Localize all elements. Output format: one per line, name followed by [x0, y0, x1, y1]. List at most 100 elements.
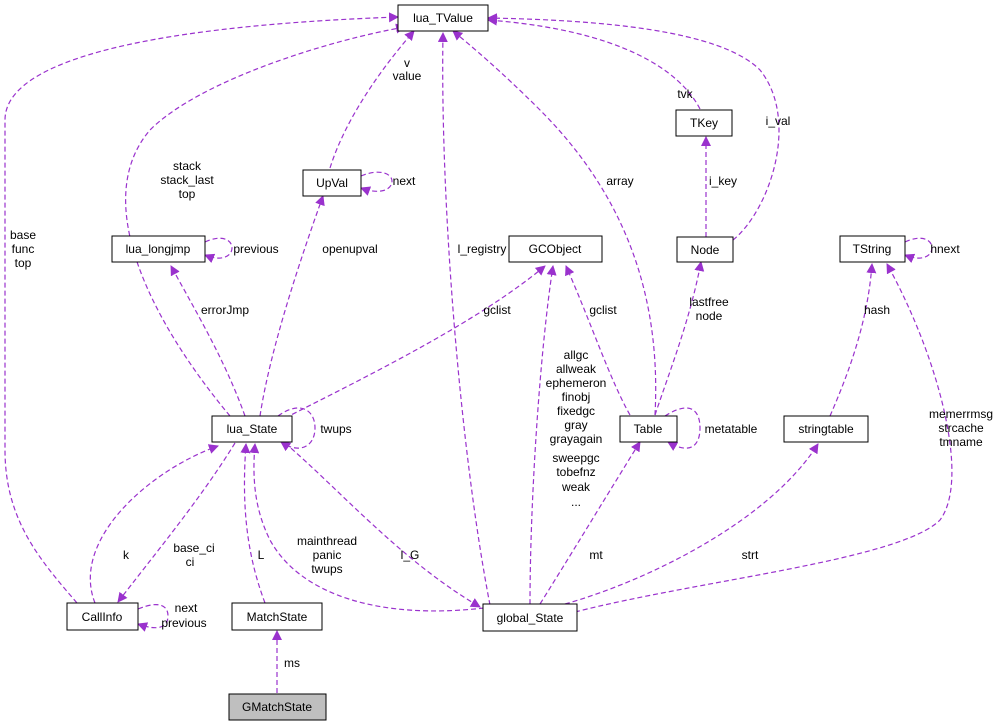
label-value: value	[393, 69, 422, 83]
node-lua-longjmp-label: lua_longjmp	[126, 242, 191, 256]
edge-upval-self	[360, 171, 393, 196]
label-twups-gs: twups	[311, 562, 342, 576]
edge-table-gcobject	[565, 265, 631, 416]
edges	[4, 12, 953, 693]
node-global-state[interactable]: global_State	[482, 603, 578, 632]
node-lua-tvalue[interactable]: lua_TValue	[397, 4, 489, 32]
label-gclist-ls: gclist	[483, 303, 511, 317]
edge-table-node	[654, 261, 705, 416]
label-previous-lj: previous	[233, 242, 278, 256]
edge-table-self	[664, 407, 701, 451]
edge-luastate-tvalue	[125, 23, 406, 417]
node-tkey-label: TKey	[690, 116, 718, 130]
label-hash: hash	[864, 303, 890, 317]
label-allweak: allweak	[556, 362, 597, 376]
label-i-key: i_key	[709, 174, 737, 188]
node-global-state-label: global_State	[497, 611, 564, 625]
edge-luastate-longjmp	[170, 265, 246, 417]
label-weak: weak	[561, 480, 591, 494]
nodes: lua_TValue TKey UpVal lua_longjmp GCObje…	[66, 4, 906, 721]
edge-luastate-self	[277, 407, 316, 452]
label-stack-last: stack_last	[160, 173, 214, 187]
label-panic: panic	[313, 548, 342, 562]
label-node: node	[696, 309, 723, 323]
label-gray: gray	[564, 418, 587, 432]
label-metatable: metatable	[705, 422, 758, 436]
label-errorjmp: errorJmp	[201, 303, 249, 317]
label-l-registry: l_registry	[458, 242, 507, 256]
edge-globalstate-stringtable	[564, 443, 819, 605]
label-array: array	[606, 174, 633, 188]
node-gmatchstate[interactable]: GMatchState	[228, 693, 327, 721]
node-gmatchstate-label: GMatchState	[242, 700, 312, 714]
node-callinfo[interactable]: CallInfo	[66, 602, 139, 631]
edge-luastate-upval	[259, 195, 325, 417]
node-lua-longjmp[interactable]: lua_longjmp	[111, 235, 206, 263]
node-lua-state[interactable]: lua_State	[211, 415, 293, 443]
node-node[interactable]: Node	[676, 236, 734, 263]
node-table-label: Table	[634, 422, 663, 436]
node-callinfo-label: CallInfo	[82, 610, 123, 624]
node-upval[interactable]: UpVal	[302, 169, 362, 197]
label-k: k	[123, 548, 130, 562]
label-twups: twups	[320, 422, 351, 436]
label-i-val: i_val	[766, 114, 791, 128]
label-finobj: finobj	[562, 390, 591, 404]
label-mainthread: mainthread	[297, 534, 357, 548]
edge-matchstate-luastate	[240, 443, 266, 604]
label-lastfree: lastfree	[689, 295, 729, 309]
edge-tkey-tvalue	[487, 15, 701, 110]
label-openupval: openupval	[322, 242, 377, 256]
node-lua-state-label: lua_State	[227, 422, 278, 436]
label-grayagain: grayagain	[550, 432, 603, 446]
label-strt: strt	[742, 548, 759, 562]
edge-luastate-gcobject	[284, 265, 546, 419]
edge-table-tvalue	[452, 30, 657, 416]
label-ms: ms	[284, 656, 300, 670]
label-stack: stack	[173, 159, 202, 173]
label-top-ls: top	[179, 187, 196, 201]
edge-globalstate-luastate	[249, 443, 485, 612]
edge-globalstate-table	[539, 441, 641, 605]
label-ellipsis: ...	[571, 495, 581, 509]
node-upval-label: UpVal	[316, 176, 348, 190]
node-tkey[interactable]: TKey	[675, 109, 733, 137]
edge-node-tvalue	[487, 13, 780, 241]
label-l-g: l_G	[401, 548, 420, 562]
edge-globalstate-gcobject	[529, 265, 557, 605]
label-fixedgc: fixedgc	[557, 404, 595, 418]
label-mt: mt	[589, 548, 603, 562]
label-tmname: tmname	[939, 435, 983, 449]
node-gcobject[interactable]: GCObject	[508, 235, 603, 263]
edge-globalstate-tvalue	[437, 32, 491, 606]
edge-tstring-self	[904, 237, 933, 264]
label-allgc: allgc	[564, 348, 589, 362]
node-stringtable[interactable]: stringtable	[783, 415, 869, 443]
label-gc-list-block: allgc allweak ephemeron finobj fixedgc g…	[546, 348, 607, 509]
label-previous-ci: previous	[161, 616, 206, 630]
node-stringtable-label: stringtable	[798, 422, 854, 436]
label-memerrmsg: memerrmsg	[929, 407, 993, 421]
node-matchstate[interactable]: MatchState	[231, 602, 323, 631]
node-lua-tvalue-label: lua_TValue	[413, 11, 473, 25]
edge-longjmp-self	[204, 237, 233, 264]
node-node-label: Node	[691, 243, 720, 257]
node-matchstate-label: MatchState	[247, 610, 308, 624]
node-tstring-label: TString	[853, 242, 892, 256]
label-gclist-t: gclist	[589, 303, 617, 317]
label-base-ci: base_ci	[173, 541, 214, 555]
label-L: L	[258, 548, 265, 562]
node-table[interactable]: Table	[619, 415, 678, 443]
node-gcobject-label: GCObject	[529, 242, 582, 256]
edge-callinfo-self	[137, 604, 169, 632]
node-tstring[interactable]: TString	[839, 235, 906, 263]
label-top-ci: top	[15, 256, 32, 270]
label-tobefnz: tobefnz	[556, 465, 595, 479]
label-strcache: strcache	[938, 421, 984, 435]
edge-luastate-callinfo	[117, 442, 236, 603]
label-hnext: hnext	[930, 242, 960, 256]
label-next-upval: next	[393, 174, 416, 188]
label-base: base	[10, 228, 36, 242]
label-v: v	[404, 56, 410, 70]
